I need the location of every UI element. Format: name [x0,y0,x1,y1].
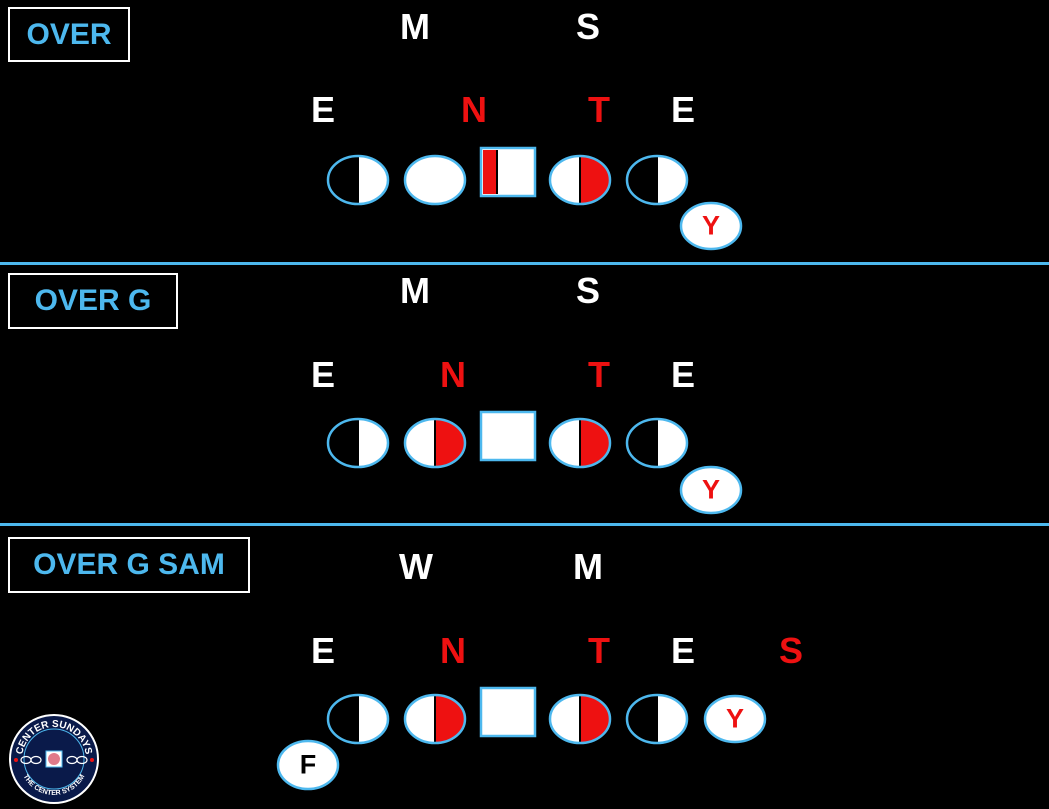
lineman-right-tackle [625,154,689,206]
lineman-right-guard [548,417,612,469]
tackle-label: T [588,89,610,130]
center-sundays-logo: CENTER SUNDAYS THE CENTER SYSTEM [9,714,99,804]
tight-end-y [679,201,743,251]
lineman-left-guard [403,417,467,469]
formation-title: OVER [8,7,130,62]
lineman-left-tackle [326,154,390,206]
defensive-end-label: E [670,630,696,671]
formation-panel-over: OVER M S E N T E [0,0,1049,262]
lineman-left-tackle [326,417,390,469]
linebacker-label-m: M [400,6,430,47]
center-square [479,146,537,198]
formation-panel-over-g: OVER G M S E N T E [8,270,743,515]
linebacker-label-w: W [399,546,433,587]
tight-end-y [679,465,743,515]
formation-title: OVER G SAM [8,537,250,593]
offensive-line [326,410,743,515]
defensive-end-label: E [670,354,696,395]
defensive-end-label: E [310,354,336,395]
defensive-end-label: E [670,89,696,130]
lineman-left-guard [403,154,467,206]
tackle-label: T [588,630,610,671]
nose-tackle-label: N [461,89,487,130]
defensive-end-label: E [310,89,336,130]
lineman-right-tackle [625,417,689,469]
linebacker-label-m: M [400,270,430,311]
tackle-label: T [588,354,610,395]
nose-tackle-label: N [440,354,466,395]
lineman-right-guard [548,693,612,745]
nose-tackle-label: N [440,630,466,671]
center-square [479,686,537,738]
formation-title: OVER G [8,273,178,329]
linebacker-label-s: S [575,6,601,47]
lineman-right-tackle [625,693,689,745]
panel-divider [0,262,1049,265]
lineman-right-guard [548,154,612,206]
linebacker-label-m: M [573,546,603,587]
tight-end-y-label: Y [725,703,745,734]
fullback-f-label: F [299,749,317,780]
offensive-line [326,146,743,251]
panel-divider [0,523,1049,526]
tight-end-y-label: Y [701,474,721,505]
center-square [479,410,537,462]
lineman-left-tackle [326,693,390,745]
fullback-f [276,739,340,791]
tight-end-y-label: Y [701,210,721,241]
sam-linebacker-label: S [778,630,804,671]
tight-end-y [703,694,767,744]
linebacker-label-s: S [575,270,601,311]
lineman-left-guard [403,693,467,745]
defensive-end-label: E [310,630,336,671]
